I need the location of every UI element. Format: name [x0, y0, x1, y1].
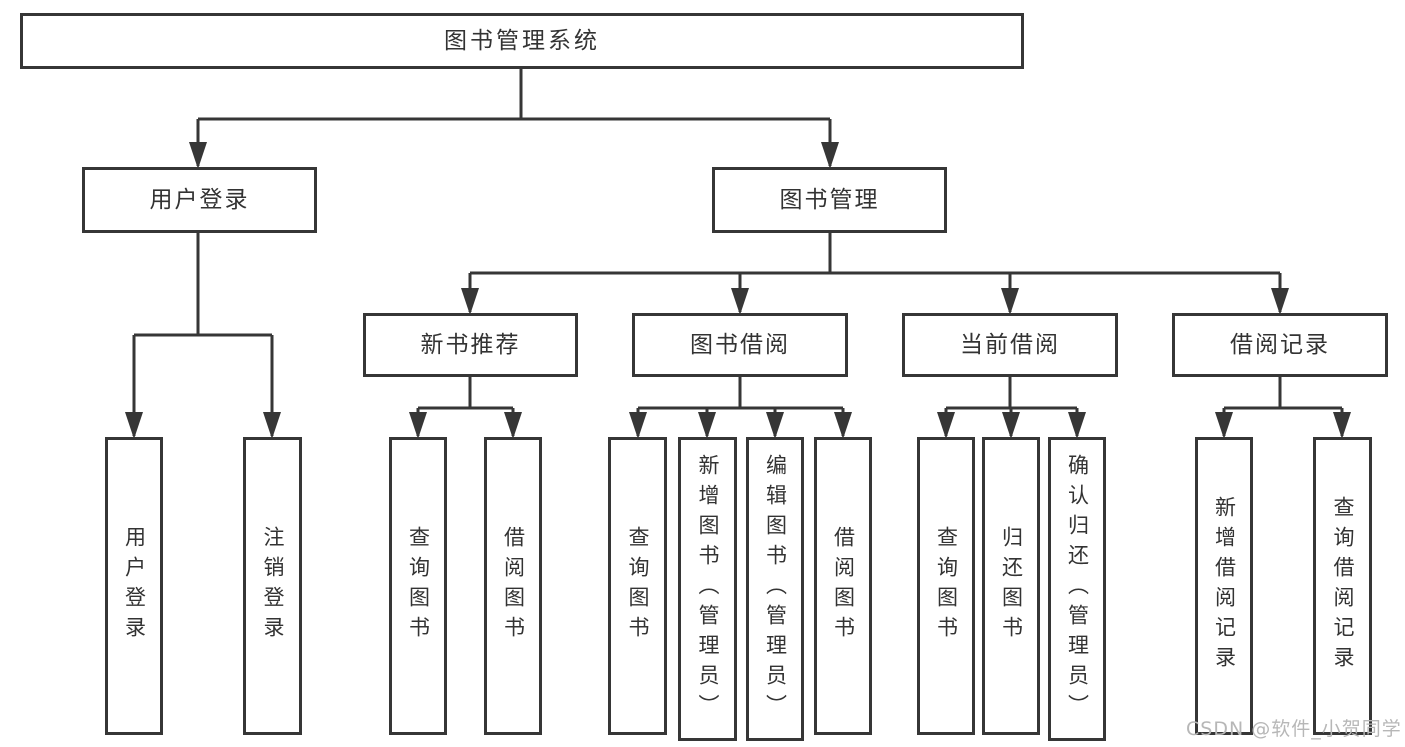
- arrowhead-icons: [125, 142, 1351, 439]
- leaf-add-books-admin: 新增图书（管理员）: [678, 437, 737, 741]
- leaf-query-books-1: 查询图书: [389, 437, 447, 735]
- node-book-borrowing: 图书借阅: [632, 313, 848, 377]
- leaf-query-books-3: 查询图书: [917, 437, 975, 735]
- node-borrow-records: 借阅记录: [1172, 313, 1388, 377]
- leaf-logout: 注销登录: [243, 437, 302, 735]
- csdn-watermark: CSDN @软件_小贺同学: [1186, 718, 1402, 740]
- node-library-system: 图书管理系统: [20, 13, 1024, 69]
- leaf-edit-books-admin: 编辑图书（管理员）: [746, 437, 804, 741]
- node-current-borrowing: 当前借阅: [902, 313, 1118, 377]
- leaf-confirm-return-admin: 确认归还（管理员）: [1048, 437, 1106, 741]
- node-user-login: 用户登录: [82, 167, 317, 233]
- leaf-return-books: 归还图书: [982, 437, 1040, 735]
- leaf-borrow-books-2: 借阅图书: [814, 437, 872, 735]
- leaf-query-books-2: 查询图书: [608, 437, 667, 735]
- leaf-add-borrow-record: 新增借阅记录: [1195, 437, 1253, 735]
- leaf-query-borrow-record: 查询借阅记录: [1313, 437, 1372, 735]
- node-new-book-recommend: 新书推荐: [363, 313, 578, 377]
- node-book-management: 图书管理: [712, 167, 947, 233]
- leaf-borrow-books-1: 借阅图书: [484, 437, 542, 735]
- leaf-user-login: 用户登录: [105, 437, 163, 735]
